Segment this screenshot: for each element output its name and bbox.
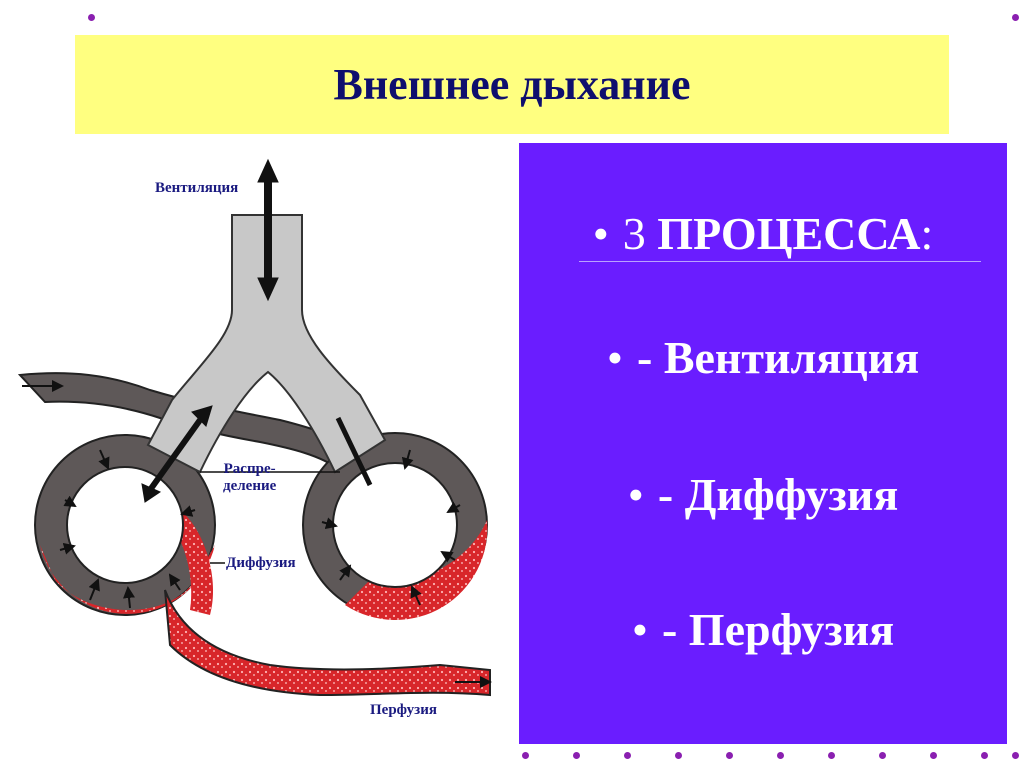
process-item-perfusion: • - Перфузия [519,603,1007,656]
decor-dot [726,752,733,759]
bullet: • [631,604,648,655]
decor-dot [522,752,529,759]
ventilation-arrow [257,158,279,302]
process-item-label: - Перфузия [661,604,895,655]
label-pointers [200,471,340,564]
distribution-arrow-left [141,405,213,503]
left-alveolus [66,466,184,584]
decor-dot [777,752,784,759]
label-distribution: Распре- деление [223,461,276,495]
label-diffusion: Диффузия [226,555,296,571]
decor-dot [879,752,886,759]
bullet: • [627,469,644,520]
decor-dot [624,752,631,759]
label-distribution-line2: деление [223,478,277,494]
right-alveolus [332,462,458,588]
processes-count: 3 [622,208,646,259]
bullet: • [592,208,609,259]
decor-dot [828,752,835,759]
decor-dot [1012,752,1019,759]
decor-dot [1012,14,1019,21]
processes-heading: • 3 ПРОЦЕССА: [519,207,1007,260]
decor-dot [675,752,682,759]
slide-title: Внешнее дыхание [333,60,691,109]
decor-dot [981,752,988,759]
bullet: • [606,332,623,383]
decor-dot [573,752,580,759]
heading-colon: : [920,208,934,259]
diffusion-arrows [59,449,461,609]
respiration-diagram: Вентиляция Распре- деление Диффузия Перф… [0,150,515,730]
process-item-diffusion: • - Диффузия [519,468,1007,521]
label-ventilation: Вентиляция [155,180,239,196]
label-distribution-line1: Распре- [223,461,276,477]
process-item-ventilation: • - Вентиляция [519,331,1007,384]
heading-divider [579,261,981,262]
arterial-vessel [164,589,491,697]
process-item-label: - Вентиляция [637,332,920,383]
decor-dot [930,752,937,759]
title-band: Внешнее дыхание [75,35,949,134]
processes-panel: • 3 ПРОЦЕССА: • - Вентиляция • - Диффузия •… [519,143,1007,744]
distribution-arrow-right [335,416,373,487]
process-item-label: - Диффузия [657,469,899,520]
lung-diagram-svg [17,158,492,697]
decor-dot [88,14,95,21]
processes-heading-text: ПРОЦЕССА [657,208,921,259]
label-perfusion: Перфузия [370,702,437,718]
